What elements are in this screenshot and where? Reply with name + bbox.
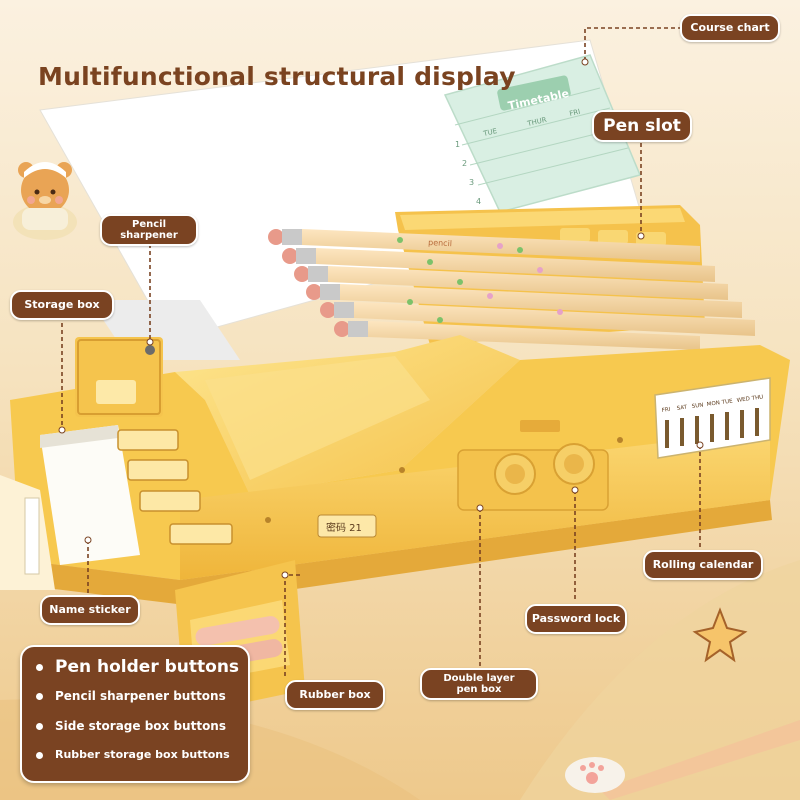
timetable-day-2: FRI [569,108,581,118]
desk-curve [520,560,800,800]
pencil-brand-text: pencil [428,238,452,248]
legend-item: Pencil sharpener buttons [36,689,226,703]
password-sticker [317,514,377,538]
eraser-storage [40,425,140,565]
calendar-day-2: SUN [691,402,703,410]
rolling-calendar[interactable] [654,377,771,459]
open-tray [175,335,520,495]
password-lock-wheels[interactable] [457,443,609,511]
star-icon [692,607,748,663]
callout-rubber-box: Rubber box [285,680,385,710]
calendar-day-6: THU [750,394,763,402]
callout-storage-box: Storage box [10,290,114,320]
legend-item: Side storage box buttons [36,719,226,733]
timetable-row-2: 3 [469,178,474,187]
timetable-row-1: 2 [462,159,467,168]
timetable-day-0: TUE [482,127,498,138]
calendar-day-3: MON [706,400,720,408]
course-chart-card [443,54,642,213]
pen-holder-button[interactable] [117,429,179,451]
callout-dots [58,58,704,579]
sharpener-button[interactable] [127,459,189,481]
callout-password-lock: Password lock [525,604,627,634]
page-title: Multifunctional structural display [38,62,516,91]
callout-name-sticker: Name sticker [40,595,140,625]
callout-pen-slot: Pen slot [592,110,692,142]
calendar-day-4: TUE [720,398,733,406]
bear-mascot-icon [13,162,77,240]
cat-paw-pen-icon [565,720,800,800]
pencils [268,229,755,350]
callout-rolling-calendar: Rolling calendar [643,550,763,580]
bullet-icon [36,723,43,730]
callout-course-chart: Course chart [680,14,780,42]
calendar-day-1: SAT [676,405,688,412]
calendar-day-0: FRI [661,407,671,414]
pencil-sharpener-icon [75,337,163,417]
bullet-icon [36,663,43,671]
password-label: 密码 21 [326,521,362,534]
callout-pencil-sharpener: Pencil sharpener [100,214,198,246]
bullet-icon [36,751,43,759]
side-button-group [117,429,233,545]
bullet-icon [36,693,43,700]
timetable-row-0: 1 [455,140,460,149]
calendar-day-5: WED [736,396,750,404]
callout-double-layer-pen-box: Double layer pen box [420,668,538,700]
side-storage-button[interactable] [139,490,201,512]
legend-item: Pen holder buttons [36,657,239,677]
button-legend: Pen holder buttons Pencil sharpener butt… [20,645,250,783]
rubber-storage-button[interactable] [169,523,233,545]
legend-item: Rubber storage box buttons [36,748,230,761]
name-sticker-panel [0,475,55,590]
timetable-row-3: 4 [476,197,481,206]
